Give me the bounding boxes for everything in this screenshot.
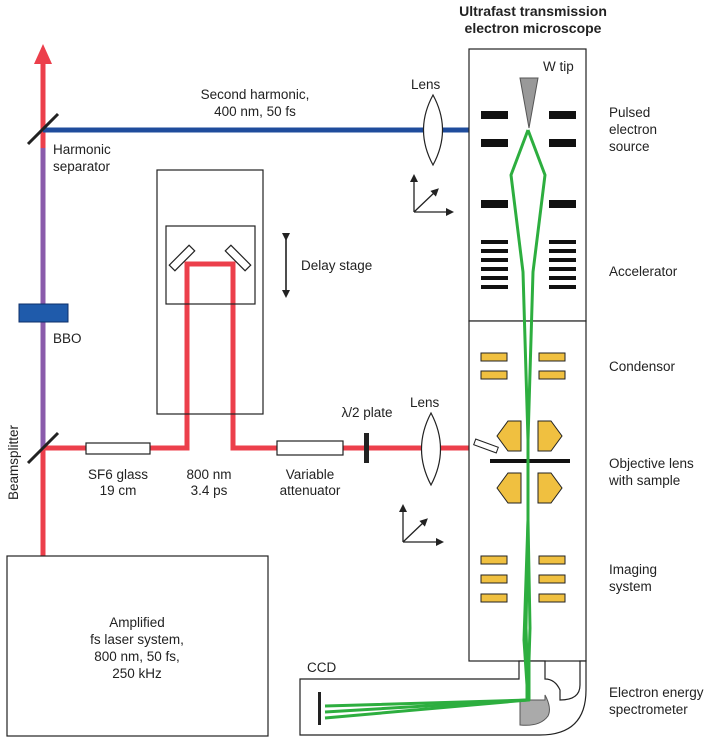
attenuator-label-2: attenuator — [280, 483, 341, 498]
half-wave-label: λ/2 plate — [341, 405, 392, 420]
spectrometer-label-1: Electron energy — [609, 685, 704, 700]
sf6-label-2: 19 cm — [100, 483, 137, 498]
second-harmonic-label-2: 400 nm, 50 fs — [214, 104, 296, 119]
imaging-label-1: Imaging — [609, 562, 657, 577]
title-line-1: Ultrafast transmission — [459, 3, 607, 19]
w-tip — [519, 77, 539, 129]
ir-beam-delay-path — [43, 261, 470, 451]
lens-bottom-label: Lens — [410, 395, 440, 410]
axis-icon-top — [410, 174, 454, 216]
harmonic-separator-label-2: separator — [53, 159, 111, 174]
condensor-label: Condensor — [609, 359, 676, 374]
delay-mirror-left — [168, 244, 196, 272]
harmonic-separator-label-1: Harmonic — [53, 142, 111, 157]
sample-mirror — [473, 438, 499, 454]
ccd-label: CCD — [307, 660, 336, 675]
pulsed-source-label-1: Pulsed — [609, 105, 650, 120]
bbo-crystal — [18, 303, 69, 323]
delay-stage-label: Delay stage — [301, 258, 372, 273]
lens-top — [423, 93, 443, 167]
beamsplitter-label: Beamsplitter — [6, 424, 21, 500]
harmonic-separator-mirror — [26, 112, 60, 146]
ir-beam-arrowhead — [34, 44, 52, 64]
spectrometer-label-2: spectrometer — [609, 702, 688, 717]
ccd-detector — [318, 692, 321, 725]
accelerator-label: Accelerator — [609, 264, 678, 279]
electron-beam — [324, 129, 547, 720]
objective-label-1: Objective lens — [609, 456, 694, 471]
condensor-lenses — [480, 352, 566, 380]
laser-label-1: Amplified — [109, 615, 165, 630]
sf6-label-1: SF6 glass — [88, 467, 148, 482]
laser-label-4: 250 kHz — [112, 666, 162, 681]
laser-system-box — [6, 555, 269, 737]
attenuator-label-1: Variable — [286, 467, 335, 482]
pulsed-source-label-2: electron — [609, 122, 657, 137]
half-wave-plate — [364, 433, 369, 463]
bbo-label: BBO — [53, 331, 82, 346]
spectrometer-magnet — [519, 694, 550, 726]
title-line-2: electron microscope — [465, 20, 602, 36]
second-harmonic-label-1: Second harmonic, — [201, 87, 310, 102]
laser-label-3: 800 nm, 50 fs, — [94, 649, 180, 664]
pulsed-source-label-3: source — [609, 139, 650, 154]
variable-attenuator — [276, 440, 344, 456]
beamsplitter-mirror — [26, 431, 60, 465]
laser-beams — [34, 44, 528, 556]
lens-top-label: Lens — [411, 77, 441, 92]
electron-source-plates — [481, 111, 576, 208]
imaging-label-2: system — [609, 579, 652, 594]
delay-stage-outer — [156, 169, 264, 415]
sf6-glass — [85, 442, 151, 455]
objective-label-2: with sample — [608, 473, 680, 488]
sample-holder — [490, 459, 570, 463]
laser-label-2: fs laser system, — [90, 632, 184, 647]
lens-bottom — [421, 411, 441, 487]
objective-lens — [496, 420, 563, 504]
pulse-label-1: 800 nm — [186, 467, 231, 482]
pulse-label-2: 3.4 ps — [191, 483, 228, 498]
delay-stage-inner — [165, 225, 256, 305]
delay-mirror-right — [224, 244, 252, 272]
accelerator-plates — [481, 240, 576, 289]
imaging-lenses — [480, 555, 566, 603]
spectrometer-housing — [299, 660, 587, 736]
axis-icon-bottom — [399, 504, 444, 546]
w-tip-label: W tip — [543, 59, 574, 74]
